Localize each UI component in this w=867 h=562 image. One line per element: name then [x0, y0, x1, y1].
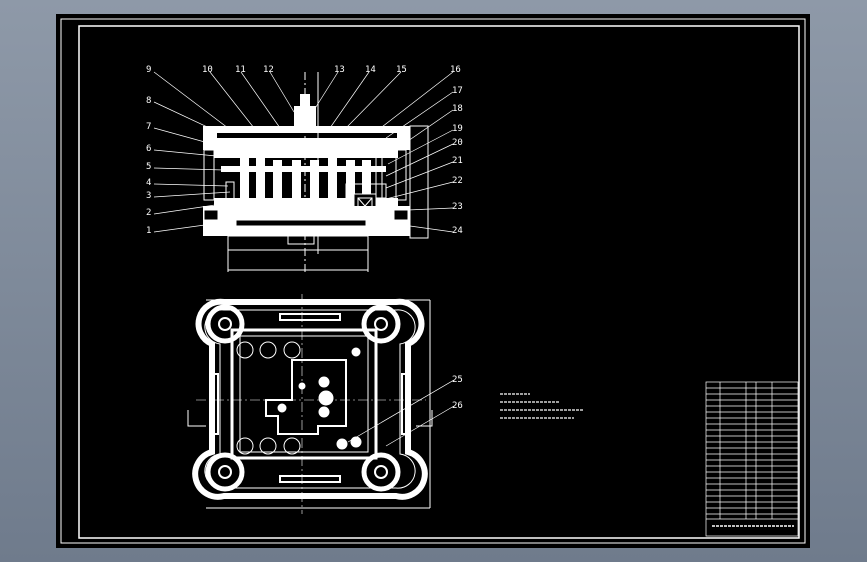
balloon-8: 8 — [146, 96, 151, 106]
title-block — [705, 381, 799, 537]
die-set-outline — [192, 298, 428, 500]
balloon-9: 9 — [146, 65, 151, 75]
balloon-13: 13 — [334, 65, 345, 75]
balloon-3: 3 — [146, 191, 151, 201]
balloons-right: 17 18 19 20 21 22 23 24 — [452, 86, 463, 236]
drawing-sheet: 9 10 11 12 13 14 15 16 8 7 6 5 4 3 2 1 1… — [56, 14, 810, 548]
balloon-1: 1 — [146, 226, 151, 236]
balloon-10: 10 — [202, 65, 213, 75]
balloon-5: 5 — [146, 162, 151, 172]
balloons-top: 9 10 11 12 13 14 15 16 — [146, 65, 461, 75]
outer-border — [60, 18, 806, 544]
balloon-15: 15 — [396, 65, 407, 75]
boss-top-left — [205, 304, 245, 344]
boss-bottom-right — [361, 452, 401, 492]
balloons-plan: 25 26 — [452, 375, 463, 411]
front-section-view — [203, 72, 429, 272]
balloon-21: 21 — [452, 156, 463, 166]
inner-border — [78, 25, 800, 539]
balloon-17: 17 — [452, 86, 463, 96]
balloon-18: 18 — [452, 104, 463, 114]
balloon-20: 20 — [452, 138, 463, 148]
die-cavity — [265, 359, 347, 435]
balloon-25: 25 — [452, 375, 463, 385]
balloon-14: 14 — [365, 65, 376, 75]
balloons-left: 8 7 6 5 4 3 2 1 — [146, 96, 151, 236]
balloon-12: 12 — [263, 65, 274, 75]
balloon-6: 6 — [146, 144, 151, 154]
balloon-4: 4 — [146, 178, 151, 188]
balloon-24: 24 — [452, 226, 463, 236]
technical-notes — [500, 393, 584, 419]
balloon-11: 11 — [235, 65, 246, 75]
balloon-7: 7 — [146, 122, 151, 132]
balloon-16: 16 — [450, 65, 461, 75]
shank — [294, 106, 316, 130]
boss-bottom-left — [205, 452, 245, 492]
boss-top-right — [361, 304, 401, 344]
balloon-19: 19 — [452, 124, 463, 134]
balloon-22: 22 — [452, 176, 463, 186]
balloon-23: 23 — [452, 202, 463, 212]
cad-drawing: 9 10 11 12 13 14 15 16 8 7 6 5 4 3 2 1 1… — [60, 18, 806, 544]
balloon-26: 26 — [452, 401, 463, 411]
balloon-2: 2 — [146, 208, 151, 218]
plan-view — [187, 294, 433, 514]
